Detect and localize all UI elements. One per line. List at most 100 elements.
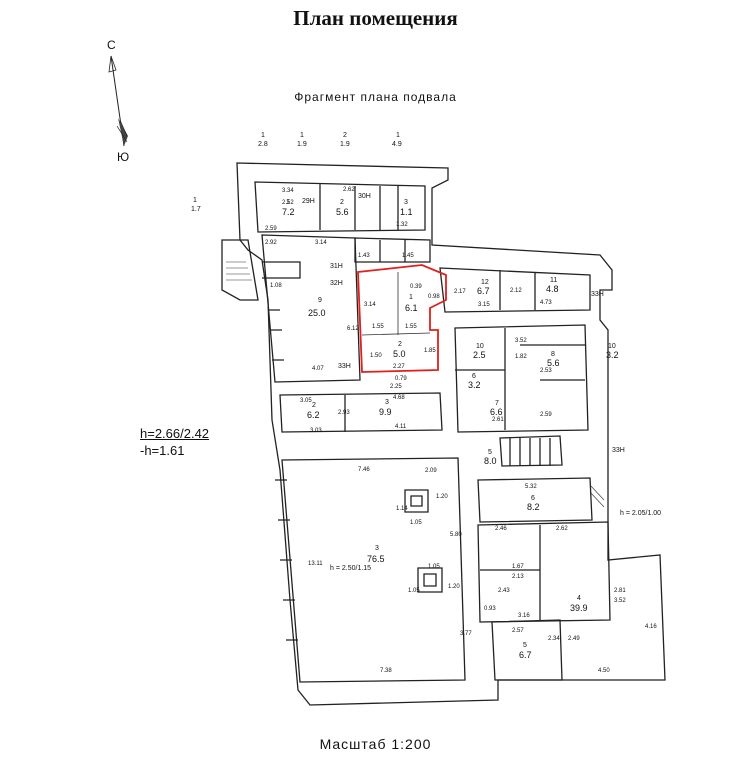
- room-area: 6.1: [405, 303, 418, 313]
- room-codes: 29Н 30Н 31Н 32Н 33Н 33Н 33Н: [302, 193, 625, 454]
- building-outline: [236, 162, 666, 706]
- plan-subtitle: Фрагмент плана подвала: [294, 90, 457, 104]
- marker-value: 1.9: [340, 141, 350, 148]
- marker-number: 1: [261, 132, 265, 139]
- dimension: 13.11: [308, 561, 323, 567]
- dimension: 3.03: [310, 428, 322, 434]
- room-name: 3: [385, 399, 389, 406]
- room-area: 2.5: [473, 350, 486, 360]
- dimension: 2.49: [568, 636, 580, 642]
- wall-room-39-9: [477, 521, 611, 623]
- room-name: 5: [523, 642, 527, 649]
- room-area: 25.0: [308, 308, 326, 318]
- dimension: 1.50: [370, 353, 382, 359]
- wall-right-top-rooms: [439, 267, 591, 313]
- dimension: 2.13: [512, 574, 524, 580]
- room-area: 5.6: [547, 358, 560, 368]
- marker-value: 4.9: [392, 141, 402, 148]
- dimension: 5.32: [525, 484, 537, 490]
- dimension: 2.57: [512, 628, 524, 634]
- dimension: 1.32: [396, 222, 408, 228]
- dimension: 3.77: [460, 631, 472, 637]
- room-name: 7: [495, 400, 499, 407]
- room-area: 4.8: [546, 284, 559, 294]
- marker-number: 1: [396, 132, 400, 139]
- room-name: 5: [488, 449, 492, 456]
- north-arrow: С Ю: [100, 38, 140, 168]
- room-area: 8.2: [527, 502, 540, 512]
- stairs-right: [499, 435, 563, 467]
- room-area: 39.9: [570, 603, 588, 613]
- dimension: 3.15: [478, 302, 490, 308]
- room-area: 6.2: [307, 410, 320, 420]
- top-markers: 1 2.8 1 1.9 2 1.9 1 4.9 1 1.7: [191, 132, 402, 213]
- dimension: 4.16: [645, 624, 657, 630]
- column-2: [417, 567, 443, 593]
- dimension: 1.05: [428, 564, 440, 570]
- dimension: 5.80: [450, 532, 462, 538]
- marker-number: 1: [193, 197, 197, 204]
- room-code: 29Н: [302, 198, 315, 205]
- dimension: 0.93: [484, 606, 496, 612]
- dimension: 2.17: [454, 289, 466, 295]
- dimension: 4.68: [393, 395, 405, 401]
- dimension: 1.05: [408, 588, 420, 594]
- room-name: 9: [318, 297, 322, 304]
- dimension: 2.43: [498, 588, 510, 594]
- dimension: 1.55: [405, 324, 417, 330]
- left-stair-annex: [221, 239, 259, 301]
- dimension: 1.20: [436, 494, 448, 500]
- room-area: 7.2: [282, 207, 295, 217]
- height-line-1: h=2.66/2.42: [140, 426, 210, 441]
- dimension: 1.14: [396, 506, 408, 512]
- dimension: 1.43: [358, 253, 370, 259]
- marker-value: 1.9: [297, 141, 307, 148]
- room-area: 9.9: [379, 407, 392, 417]
- dimension: 1.55: [372, 324, 384, 330]
- room-name: 10: [608, 343, 616, 350]
- north-arrow-icon: [108, 55, 128, 147]
- dimension: 0.39: [410, 284, 422, 290]
- dimension: 2.52: [282, 200, 294, 206]
- dimension: 3.52: [614, 598, 626, 604]
- dimension: 2.53: [540, 368, 552, 374]
- wall-room-25: [261, 234, 361, 383]
- dimension: 6.12: [347, 326, 359, 332]
- dimension: 4.07: [312, 366, 324, 372]
- marker-value: 1.7: [191, 206, 201, 213]
- dimension: 2.27: [393, 364, 405, 370]
- marker-number: 1: [300, 132, 304, 139]
- dimension: 2.12: [510, 288, 522, 294]
- dimension: 1.05: [410, 520, 422, 526]
- room-area: 3.2: [468, 380, 481, 390]
- dimension: 2.62: [556, 526, 568, 532]
- room-name: 4: [577, 595, 581, 602]
- dimension: 3.14: [364, 302, 376, 308]
- dimension: 0.79: [395, 376, 407, 382]
- dimension: 7.46: [358, 467, 370, 473]
- dimension: 2.25: [390, 384, 402, 390]
- dimension: 4.50: [598, 668, 610, 674]
- room-code: 33Н: [612, 447, 625, 454]
- room-name: 6: [472, 373, 476, 380]
- dimension: 1.45: [402, 253, 414, 259]
- dimension: 1.20: [448, 584, 460, 590]
- dimension: 2.92: [265, 240, 277, 246]
- marker-number: 2: [343, 132, 347, 139]
- dimension: 2.93: [338, 410, 350, 416]
- room-name: 3: [375, 545, 379, 552]
- dimension: 1.08: [270, 283, 282, 289]
- marker-value: 2.8: [258, 141, 268, 148]
- wall-room-6-7: [491, 619, 563, 681]
- column-1: [404, 489, 429, 513]
- room-code: 33Н: [591, 291, 604, 298]
- dimension: 4.73: [540, 300, 552, 306]
- height-legend: h=2.66/2.42 -h=1.61: [140, 425, 209, 459]
- page-title: План помещения: [293, 6, 458, 30]
- room-name: 8: [551, 351, 555, 358]
- compass-south-label: Ю: [117, 150, 130, 164]
- dimension: 4.11: [395, 424, 407, 430]
- left-wall-piers: [268, 309, 298, 641]
- room-code: 32Н: [330, 280, 343, 287]
